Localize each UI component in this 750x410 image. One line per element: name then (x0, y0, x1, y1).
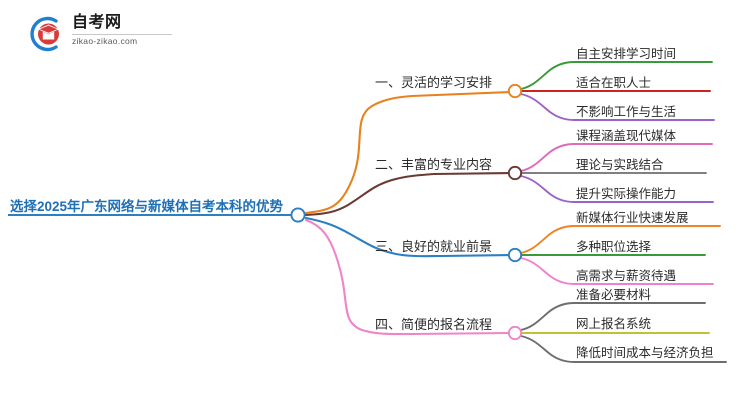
leaf-wire-2-1 (520, 143, 713, 172)
leaf-label-3-3[interactable]: 高需求与薪资待遇 (576, 269, 677, 283)
root-node-label[interactable]: 选择2025年广东网络与新媒体自考本科的优势 (10, 199, 284, 214)
leaf-wire-3-1 (520, 225, 721, 254)
zikao-logo-icon (30, 16, 59, 52)
leaf-label-2-2[interactable]: 理论与实践结合 (576, 158, 664, 172)
leaf-wire-4-1 (520, 302, 706, 331)
branch-3-node-connector[interactable] (507, 247, 523, 263)
trunk-branch-4 (304, 218, 512, 336)
site-logo[interactable]: 自考网 zikao-zikao.com (26, 12, 176, 56)
leaf-label-3-2[interactable]: 多种职位选择 (576, 240, 652, 254)
leaf-label-2-3[interactable]: 提升实际操作能力 (576, 187, 677, 201)
leaf-wire-2-3 (520, 175, 714, 203)
branch-3-label[interactable]: 三、良好的就业前景 (375, 239, 493, 254)
branch-1-label[interactable]: 一、灵活的学习安排 (375, 75, 493, 90)
branch-4-node-connector[interactable] (507, 325, 523, 341)
logo-text-block: 自考网 zikao-zikao.com (72, 13, 176, 47)
trunk-branch-2 (304, 171, 512, 217)
leaf-label-2-1[interactable]: 课程涵盖现代媒体 (576, 129, 677, 143)
branch-1-node-connector[interactable] (507, 83, 523, 99)
branch-4-label[interactable]: 四、简便的报名流程 (375, 317, 493, 332)
trunk-branch-1 (304, 90, 512, 215)
branch-2-node-connector[interactable] (507, 165, 523, 181)
logo-title: 自考网 (72, 14, 122, 31)
leaf-wire-1-1 (520, 61, 713, 90)
leaf-label-4-3[interactable]: 降低时间成本与经济负担 (576, 346, 714, 360)
leaf-label-4-2[interactable]: 网上报名系统 (576, 317, 652, 331)
leaf-label-3-1[interactable]: 新媒体行业快速发展 (576, 211, 689, 225)
root-node-connector[interactable] (290, 207, 306, 223)
leaf-wire-4-3 (520, 335, 727, 363)
leaf-wire-3-3 (520, 257, 714, 285)
leaf-wire-1-3 (520, 93, 715, 121)
leaf-label-1-1[interactable]: 自主安排学习时间 (576, 47, 677, 61)
leaf-label-4-1[interactable]: 准备必要材料 (576, 288, 652, 302)
leaf-label-1-2[interactable]: 适合在职人士 (576, 76, 652, 90)
trunk-branch-3 (304, 216, 512, 258)
branch-2-label[interactable]: 二、丰富的专业内容 (375, 157, 493, 172)
leaf-label-1-3[interactable]: 不影响工作与生活 (576, 105, 677, 119)
logo-subtitle: zikao-zikao.com (72, 36, 138, 46)
logo-divider (72, 34, 172, 35)
